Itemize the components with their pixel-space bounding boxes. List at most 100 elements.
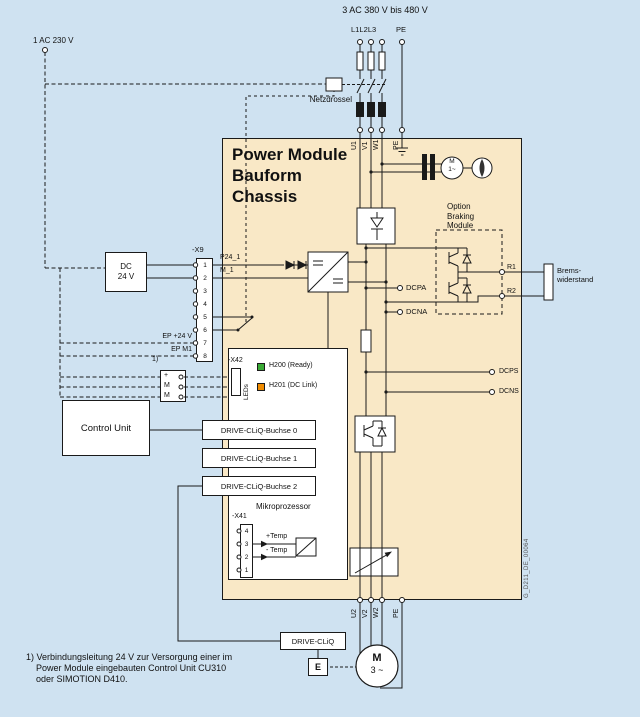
drive-cliq-socket-1-label: DRIVE-CLiQ-Buchse 1: [220, 453, 298, 463]
terminal-u2-label: U2: [351, 609, 358, 618]
output-phase-lines: [359, 452, 383, 598]
dc24v-supply-box: DC 24 V: [105, 252, 147, 292]
x9-internal-wires: [213, 264, 308, 331]
led-h201-dclink: [257, 383, 265, 391]
drive-cliq-socket-0-label: DRIVE-CLiQ-Buchse 0: [220, 425, 298, 435]
dcps-label: DCPS: [499, 368, 519, 375]
drive-cliq-socket-1: DRIVE-CLiQ-Buchse 1: [202, 448, 316, 468]
drive-cliq-socket-2: DRIVE-CLiQ-Buchse 2: [202, 476, 316, 496]
fan-filter-bars: [422, 154, 435, 180]
dcdc-converter-symbol: [307, 251, 349, 293]
control-unit-label: Control Unit: [80, 422, 132, 434]
netzdrossel-label: Netzdrossel: [309, 95, 352, 104]
x41-terminal-strip: [240, 524, 253, 578]
terminal-pe-out-label: PE: [393, 608, 400, 618]
dc-terminal-taps: [366, 287, 490, 393]
pe-line: [396, 44, 408, 156]
aux-m2-label: M: [164, 392, 170, 399]
footnote-ref: 1): [152, 356, 159, 363]
x41-pin-numbers: 4 3 2 1: [244, 527, 249, 574]
line-reactor-symbol: [356, 102, 386, 117]
temp-minus-label: - Temp: [266, 547, 288, 554]
temp-plus-label: +Temp: [266, 533, 288, 540]
footnote-text: 1) Verbindungsleitung 24 V zur Versorgun…: [26, 652, 233, 684]
ac230-wiring: [44, 52, 326, 398]
supply-3ac-label: 3 AC 380 V bis 480 V: [342, 5, 428, 15]
control-unit-box: Control Unit: [62, 400, 150, 456]
terminal-w1-label: W1: [373, 139, 380, 151]
h200-label: H200 (Ready): [269, 362, 313, 369]
fan-motor-circle: [440, 156, 464, 180]
aux-m1-label: M: [164, 382, 170, 389]
phase-l1l2l3-label: L1 L2 L3: [351, 25, 377, 34]
r2-label: R2: [507, 288, 516, 295]
doc-id-label: G_D211_DE_00064: [524, 538, 530, 598]
fan-blade: [479, 159, 485, 177]
current-sensor-arrow: [354, 551, 392, 574]
fan-branch: [371, 163, 472, 173]
drive-cliq-socket-0: DRIVE-CLiQ-Buchse 0: [202, 420, 316, 440]
ground-symbol: [396, 147, 408, 156]
junction-dots: [236, 162, 388, 394]
terminal-v1-label: V1: [362, 141, 369, 150]
terminal-circles: [42, 39, 505, 603]
rectifier-diode-symbol: [370, 212, 384, 240]
fuse-l3-symbol: [378, 51, 386, 71]
x9-label: -X9: [192, 245, 204, 254]
epm1-label: EP M1: [171, 346, 192, 353]
dcpa-label: DCPA: [406, 283, 427, 292]
r1-label: R1: [507, 264, 516, 271]
phase-lines: [356, 44, 387, 208]
x42-pin-block: [231, 368, 241, 396]
braking-resistor-label: Brems- widerstand: [557, 266, 594, 284]
x42-label: -X42: [228, 357, 243, 364]
terminal-u1-label: U1: [351, 141, 358, 150]
led-h200-ready: [257, 363, 265, 371]
encoder-box: E: [308, 658, 328, 676]
module-title: Power Module Bauform Chassis: [232, 145, 348, 206]
supply-1ac-label: 1 AC 230 V: [33, 36, 74, 45]
h201-label: H201 (DC Link): [269, 382, 318, 389]
x9-pin-numbers: 1 2 3 4 5 6 7 8: [203, 261, 207, 360]
contactor-control-wire: [245, 91, 335, 322]
terminal-v2-label: V2: [362, 609, 369, 618]
braking-resistor-wires: [504, 271, 544, 297]
leds-label: LEDs: [243, 384, 250, 400]
terminal-pe-in-label: PE: [393, 140, 400, 150]
x9-terminal-strip: [196, 258, 213, 362]
mikroprozessor-label: Mikroprozessor: [256, 502, 311, 511]
m1-label: M_1: [220, 267, 234, 274]
braking-module-title: Option Braking Module: [447, 202, 475, 230]
x41-label: -X41: [232, 513, 247, 520]
inverter-igbt-symbol: [363, 420, 387, 447]
fuse-l2-symbol: [367, 51, 375, 71]
fuse-l1-symbol: [356, 51, 364, 71]
fan-motor-label: M 1~: [448, 158, 456, 173]
terminal-w2-label: W2: [373, 607, 380, 619]
braking-module-circuit: [366, 247, 544, 303]
p24-label: P24_1: [220, 254, 241, 261]
pe-top-label: PE: [396, 25, 407, 34]
braking-resistor-symbol: [543, 263, 554, 301]
contactor-coil-symbol: [325, 77, 343, 92]
dc24v-to-x9-wires: [147, 264, 193, 279]
drive-cliq-cable-box: DRIVE-CLiQ: [280, 632, 346, 650]
motor-phase-label: 3 ~: [370, 665, 384, 675]
motor-label: M: [372, 652, 382, 664]
ep24-label: EP +24 V: [162, 333, 192, 340]
converter-output-wires: [327, 261, 386, 348]
dc-link-fuse-symbol: [360, 329, 372, 353]
dcns-label: DCNS: [499, 388, 519, 395]
encoder-label: E: [314, 662, 321, 672]
dcna-label: DCNA: [406, 307, 428, 316]
temp-sensor-wires: [253, 537, 317, 561]
motor-circle: [355, 644, 399, 688]
dc24v-label: DC 24 V: [117, 262, 135, 281]
drive-cliq-cable-label: DRIVE-CLiQ: [291, 636, 335, 646]
p24-diodes: [285, 260, 308, 270]
motor-feed-lines: [359, 602, 403, 689]
aux-plus-label: +: [164, 372, 169, 379]
drive-cliq-socket-2-label: DRIVE-CLiQ-Buchse 2: [220, 481, 298, 491]
